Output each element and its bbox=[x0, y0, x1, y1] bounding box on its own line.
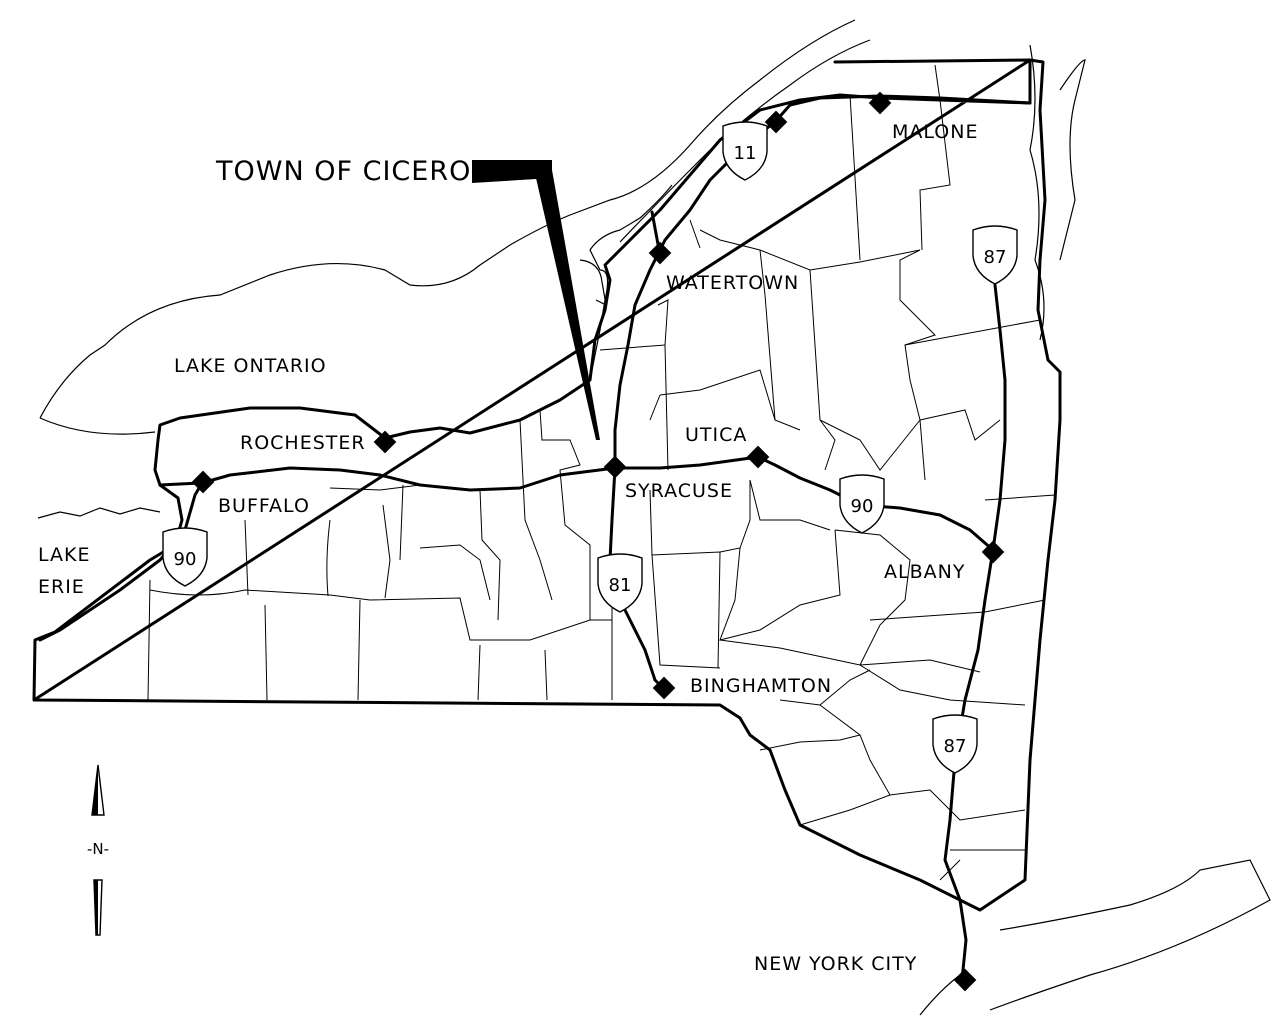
shield-90-west: 90 bbox=[162, 527, 208, 587]
interstate-81-number: 81 bbox=[609, 575, 632, 596]
albany-label: ALBANY bbox=[884, 561, 965, 583]
st-lawrence-and-lake-champlain bbox=[619, 39, 1086, 341]
new-york-city-marker bbox=[953, 968, 977, 992]
route-11-highway bbox=[613, 94, 1032, 470]
interstate-shields: 11 87 90 90 81 87 bbox=[162, 121, 1018, 774]
route-87-northway bbox=[991, 283, 1007, 552]
county-lines bbox=[147, 64, 1056, 881]
long-island bbox=[919, 859, 1271, 1016]
buffalo-marker bbox=[191, 470, 215, 494]
buffalo-label: BUFFALO bbox=[218, 495, 310, 517]
lake-ontario-shoreline bbox=[39, 19, 856, 435]
lake-ontario-label: LAKE ONTARIO bbox=[174, 355, 327, 377]
utica-label: UTICA bbox=[685, 424, 747, 446]
new-york-city-label: NEW YORK CITY bbox=[754, 953, 917, 975]
interstate-87-north-number: 87 bbox=[984, 247, 1007, 268]
syracuse-label: SYRACUSE bbox=[625, 480, 733, 502]
utica-marker bbox=[746, 445, 770, 469]
interstate-87-south-number: 87 bbox=[944, 736, 967, 757]
city-markers bbox=[191, 91, 1005, 992]
rochester-label: ROCHESTER bbox=[240, 432, 366, 454]
shield-87-north: 87 bbox=[972, 225, 1018, 285]
interstate-90-east-number: 90 bbox=[851, 496, 874, 517]
route-87-south bbox=[943, 548, 995, 982]
north-label: -N- bbox=[87, 840, 109, 858]
interstate-11-number: 11 bbox=[734, 143, 757, 164]
shield-90-east: 90 bbox=[839, 474, 885, 534]
lake-erie-shoreline bbox=[37, 507, 161, 519]
watertown-marker bbox=[648, 241, 672, 265]
cicero-callout-pointer bbox=[472, 160, 600, 440]
binghamton-label: BINGHAMTON bbox=[690, 675, 832, 697]
syracuse-marker bbox=[603, 455, 627, 479]
lake-erie-label-line1: LAKE bbox=[38, 544, 90, 566]
shield-87-south: 87 bbox=[932, 714, 978, 774]
north-arrow: -N- bbox=[87, 764, 109, 936]
rochester-marker bbox=[373, 430, 397, 454]
shield-11: 11 bbox=[722, 121, 768, 181]
shield-81: 81 bbox=[597, 553, 643, 613]
town-of-cicero-label: TOWN OF CICERO bbox=[215, 156, 471, 187]
malone-label: MALONE bbox=[892, 121, 978, 143]
lake-erie-label-line2: ERIE bbox=[38, 576, 85, 598]
interstate-90-west-number: 90 bbox=[174, 549, 197, 570]
watertown-label: WATERTOWN bbox=[666, 272, 799, 294]
